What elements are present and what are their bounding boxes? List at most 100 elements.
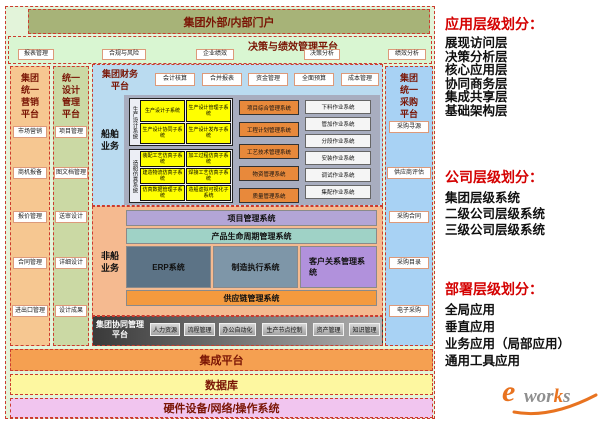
portal-title: 集团外部/内部门户 — [183, 16, 275, 29]
design-item: 项目管理 — [55, 126, 87, 138]
legend-item: 业务应用（局部应用） — [445, 337, 571, 351]
subsystem-box: 生产设计发布子系统 — [186, 122, 231, 144]
operation-system-box: 下料作业系统 — [305, 100, 371, 114]
marketing-title: 集团统一营销平台 — [20, 73, 39, 120]
subsystem-box: 加工过程仿真子系统 — [186, 151, 231, 167]
legend-item: 核心应用层 — [445, 63, 508, 77]
management-system-box: 工艺技术管理系统 — [239, 144, 299, 159]
legend-section-deployment: 部署层级划分： 全局应用 垂直应用 业务应用（局部应用） 通用工具应用 — [445, 279, 601, 370]
subsystem-box: 造船虚拟可视化子系统 — [186, 185, 231, 201]
erp-box: ERP系统 — [126, 246, 211, 288]
legend-item: 决策分析层 — [445, 49, 508, 64]
legend-heading: 部署层级划分： — [445, 281, 543, 297]
ship-business-label: 船舶业务 — [100, 129, 119, 152]
scm-band: 供应链管理系统 — [126, 290, 377, 306]
operation-system-box: 分段作业系统 — [305, 134, 371, 148]
database-title: 数据库 — [205, 379, 238, 392]
mes-box: 制造执行系统 — [213, 246, 298, 288]
legend-item: 协同商务层 — [445, 76, 508, 91]
integration-title: 集成平台 — [199, 355, 244, 367]
finance-item: 全面预算 — [294, 73, 334, 86]
collab-item: 知识管理 — [349, 323, 380, 336]
collab-item: 资产管理 — [313, 323, 344, 336]
finance-item: 会计核算 — [155, 73, 195, 86]
eworks-logo: e works — [500, 375, 600, 419]
subsystem-box: 生产设计协同子系统 — [140, 122, 185, 144]
purchase-item: 供应商评估 — [387, 167, 431, 179]
simulation-group-label: 造船仿真系统 — [131, 159, 138, 193]
purchase-title: 集团统一采购平台 — [399, 73, 418, 120]
purchase-item: 采购目录 — [389, 257, 429, 269]
subsystem-box: 仿真数据管理子系统 — [140, 185, 185, 201]
collab-item: 生产节点控制 — [262, 323, 307, 336]
logo-wor: wor — [524, 386, 554, 407]
operation-system-box: 集配作业系统 — [305, 185, 371, 199]
legend-section-application: 应用层级划分： 展现访问层 决策分析层 核心应用层 协同商务层 集成共享层 基础… — [445, 14, 601, 118]
marketing-item: 市场营销 — [13, 126, 47, 138]
subsystem-box: 生产设计子系统 — [140, 100, 185, 122]
design-item: 图文档管理 — [54, 167, 88, 179]
production-design-group: 生产设计系统 生产设计子系统 生产设计管理子系统 生产设计协同子系统 生产设计发… — [129, 98, 233, 146]
marketing-item: 进出口管理 — [12, 305, 48, 317]
decision-item: 绩效分析 — [388, 49, 426, 60]
purchase-item: 采购合同 — [389, 211, 429, 223]
legend-item: 通用工具应用 — [445, 354, 521, 368]
logo-s: s — [563, 386, 571, 407]
marketing-column: 集团统一营销平台 — [10, 66, 50, 346]
design-item: 送审设计 — [55, 211, 87, 223]
collab-item: 流程管理 — [184, 323, 215, 336]
marketing-item: 报价管理 — [13, 211, 47, 223]
legend-item: 展现访问层 — [445, 36, 508, 50]
legend-heading: 应用层级划分： — [445, 16, 543, 32]
marketing-item: 商机报备 — [13, 167, 47, 179]
simulation-group: 造船仿真系统 装配工艺仿真子系统 加工过程仿真子系统 建造物流仿真子系统 焊接工… — [129, 149, 233, 203]
operation-system-box: 安装作业系统 — [305, 151, 371, 165]
management-system-box: 工程计划管理系统 — [239, 122, 299, 137]
hardware-title: 硬件设备/网络/操作系统 — [163, 403, 280, 415]
collab-title: 集团协同管理平台 — [96, 320, 144, 340]
decision-item: 合规与风险 — [102, 49, 146, 60]
design-column: 统一设计管理平台 — [53, 66, 89, 346]
finance-item: 资金管理 — [248, 73, 288, 86]
design-item: 详细设计 — [55, 257, 87, 269]
portal-bar: 集团外部/内部门户 — [28, 9, 430, 34]
production-design-group-label: 生产设计系统 — [131, 105, 138, 139]
management-system-box: 项目综合管理系统 — [239, 100, 299, 115]
management-system-box: 质量管理系统 — [239, 188, 299, 203]
logo-k: k — [553, 386, 564, 407]
decision-item: 决策分析 — [304, 49, 340, 60]
marketing-item: 合同管理 — [13, 257, 47, 269]
simulation-grid: 装配工艺仿真子系统 加工过程仿真子系统 建造物流仿真子系统 焊接工艺仿真子系统 … — [139, 150, 232, 202]
nonship-label: 非船业务 — [100, 251, 119, 274]
subsystem-box: 焊接工艺仿真子系统 — [186, 168, 231, 184]
design-item: 设计成果 — [55, 305, 87, 317]
finance-item: 合并报表 — [202, 73, 242, 86]
legend-section-company: 公司层级划分： 集团层级系统 二级公司层级系统 三级公司层级系统 — [445, 167, 601, 238]
decision-title: 决策与绩效管理平台 — [248, 42, 338, 53]
subsystem-box: 建造物流仿真子系统 — [140, 168, 185, 184]
subsystem-box: 生产设计管理子系统 — [186, 100, 231, 122]
hardware-band: 硬件设备/网络/操作系统 — [10, 398, 433, 418]
database-band: 数据库 — [10, 374, 433, 395]
finance-title: 集团财务平台 — [101, 69, 138, 91]
legend-item: 垂直应用 — [445, 320, 496, 334]
design-title: 统一设计管理平台 — [61, 73, 80, 120]
decision-item: 企业绩效 — [196, 49, 234, 60]
purchase-column: 集团统一采购平台 — [385, 66, 433, 346]
subsystem-box: 装配工艺仿真子系统 — [140, 151, 185, 167]
purchase-item: 采购寻源 — [389, 121, 429, 133]
collab-item: 办公自动化 — [219, 323, 256, 336]
production-design-grid: 生产设计子系统 生产设计管理子系统 生产设计协同子系统 生产设计发布子系统 — [139, 99, 232, 145]
management-system-box: 物资管理系统 — [239, 166, 299, 181]
legend-item: 三级公司层级系统 — [445, 223, 546, 237]
operation-system-box: 管加作业系统 — [305, 117, 371, 131]
legend-item: 集团层级系统 — [445, 191, 521, 205]
legend-heading: 公司层级划分： — [445, 169, 543, 185]
legend-item: 全局应用 — [445, 303, 496, 317]
plm-band: 产品生命周期管理系统 — [126, 228, 377, 244]
purchase-item: 电子采购 — [389, 305, 429, 317]
operation-system-box: 调试作业系统 — [305, 168, 371, 182]
legend-item: 集成共享层 — [445, 90, 508, 104]
integration-band: 集成平台 — [10, 349, 433, 371]
pm-band: 项目管理系统 — [126, 210, 377, 226]
